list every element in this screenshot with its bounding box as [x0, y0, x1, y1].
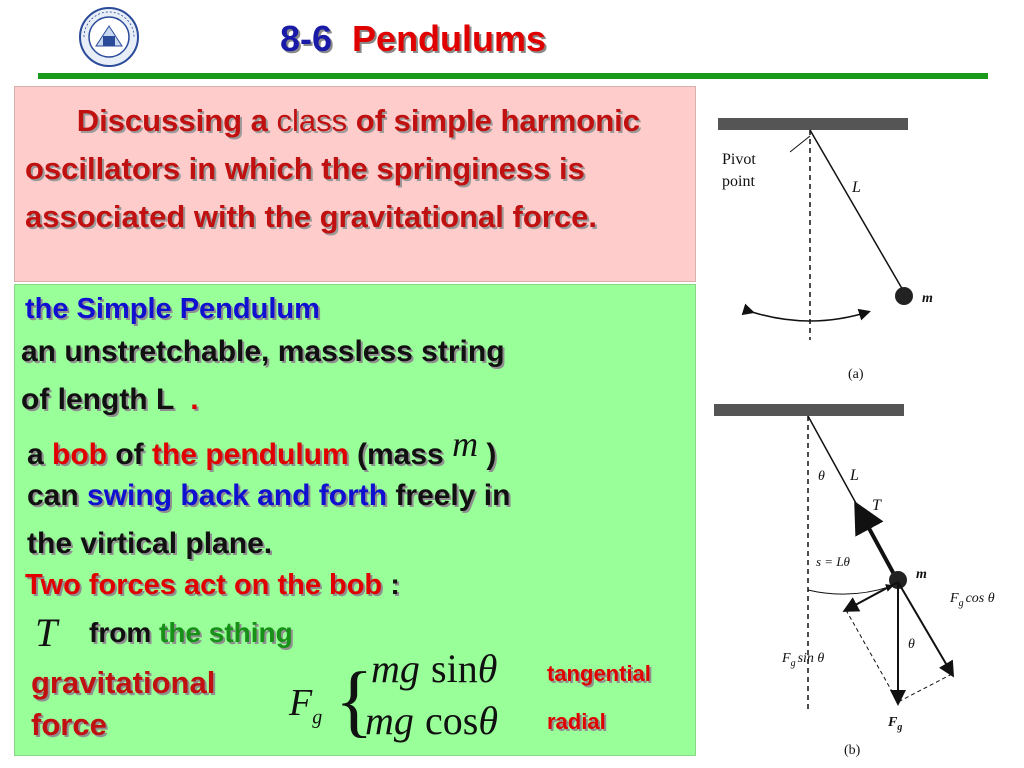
from-text: from [89, 617, 159, 648]
theta-cos: θ [478, 698, 498, 743]
university-logo [79, 7, 139, 67]
fg-cos-F: F [949, 591, 959, 606]
mass-label-b: m [916, 567, 927, 582]
bob-word: bob [52, 438, 108, 471]
fg-F: F [289, 682, 313, 724]
tension-line: from the sthing [89, 617, 293, 649]
radial-component: mg cosθ [365, 697, 498, 744]
mg-sin-mg: mg [371, 646, 420, 691]
intro-box: Discussing a class of simple harmonic os… [14, 86, 696, 282]
mass-symbol: m [452, 424, 479, 464]
pivot-label-1: Pivot [722, 151, 756, 168]
figure-a: Pivot point L m (a) [718, 118, 933, 382]
ceiling-a [718, 118, 908, 130]
dashed-parallel-1 [845, 609, 899, 703]
fg-bottom-sub: g [896, 722, 902, 733]
fg-cos-text: cos θ [966, 591, 995, 606]
content-box: the Simple Pendulum an unstretchable, ma… [14, 284, 696, 756]
ceiling-b [714, 404, 904, 416]
fg-symbol: Fg [289, 681, 322, 730]
bob-a: a [27, 438, 53, 471]
tangential-label: tangential [547, 661, 651, 686]
can-text: can [27, 479, 88, 512]
swing-line: can swing back and forth freely in [27, 479, 510, 513]
bob-line: a bob of the pendulum (mass m ) [27, 424, 497, 473]
mass-label-a: m [922, 291, 933, 306]
simple-pendulum-heading: the Simple Pendulum [25, 293, 320, 325]
sin-text: sin [431, 646, 478, 691]
pivot-pointer [789, 135, 811, 153]
tension-label: T [872, 497, 882, 514]
length-label-b: L [849, 467, 859, 484]
bob-a [895, 287, 913, 305]
fg-sub: g [312, 706, 323, 729]
intro-part3: of simple harmonic oscillators in which … [25, 103, 641, 234]
intro-part2: class [276, 103, 348, 138]
string-line2: of length L. [21, 383, 199, 417]
tangential-component: mg sinθ [371, 645, 497, 692]
bob-of: of [107, 438, 153, 471]
gravitational-label: gravitational [31, 665, 216, 700]
dashed-parallel-2 [897, 673, 953, 703]
length-text: of length L [21, 383, 175, 416]
mg-cos-mg: mg [365, 698, 414, 743]
fg-cos-sub: g [959, 598, 964, 609]
sthing-text: the sthing [159, 617, 293, 648]
plane-line: the virtical plane. [27, 527, 273, 560]
intro-part1: Discussing a [76, 103, 277, 138]
fg-bottom-label: Fg [887, 715, 902, 733]
fg-sin-arrow [842, 581, 899, 612]
tension-symbol: T [35, 610, 58, 655]
section-number: 8-6 [280, 18, 333, 59]
forces-heading: Two forces act on the bob : [25, 569, 400, 602]
bob-mass: (mass [348, 438, 453, 471]
theta-sin: θ [477, 646, 498, 691]
fg-sin-sub: g [791, 658, 796, 669]
fg-sin-text: sin θ [798, 651, 825, 666]
title-divider [38, 73, 988, 79]
swing-text: swing back and forth [87, 479, 388, 512]
arc-s [807, 584, 894, 595]
theta-label-bottom: θ [908, 637, 915, 652]
bob-pendulum: the pendulum [152, 438, 349, 471]
string-line1: an unstretchable, massless string [21, 335, 505, 368]
caption-b: (b) [844, 743, 861, 758]
string-a [809, 129, 905, 293]
swing-arrow [741, 303, 871, 322]
radial-label: radial [547, 709, 606, 734]
intro-text: Discussing a class of simple harmonic os… [25, 97, 689, 241]
forces-heading-text: Two forces act on the bob [25, 569, 383, 601]
forces-colon: : [382, 569, 400, 601]
slide-title: 8-6 Pendulums [280, 18, 680, 60]
length-dot: . [190, 383, 199, 416]
bob-close: ) [478, 438, 497, 471]
cos-text: cos [425, 698, 479, 743]
tension-arrow [854, 500, 898, 579]
pivot-label-2: point [722, 173, 755, 190]
length-label-a: L [851, 179, 861, 196]
fg-sin-F: F [781, 651, 791, 666]
arc-length-label: s = Lθ [816, 554, 851, 569]
caption-a: (a) [848, 367, 864, 382]
fg-cos-arrow [897, 581, 955, 678]
title-text: Pendulums [352, 18, 547, 59]
theta-label-top: θ [818, 469, 825, 484]
force-label: force [31, 707, 107, 742]
fg-bottom-F: F [887, 715, 898, 730]
freely-text: freely in [387, 479, 511, 512]
brace: { [335, 657, 374, 745]
